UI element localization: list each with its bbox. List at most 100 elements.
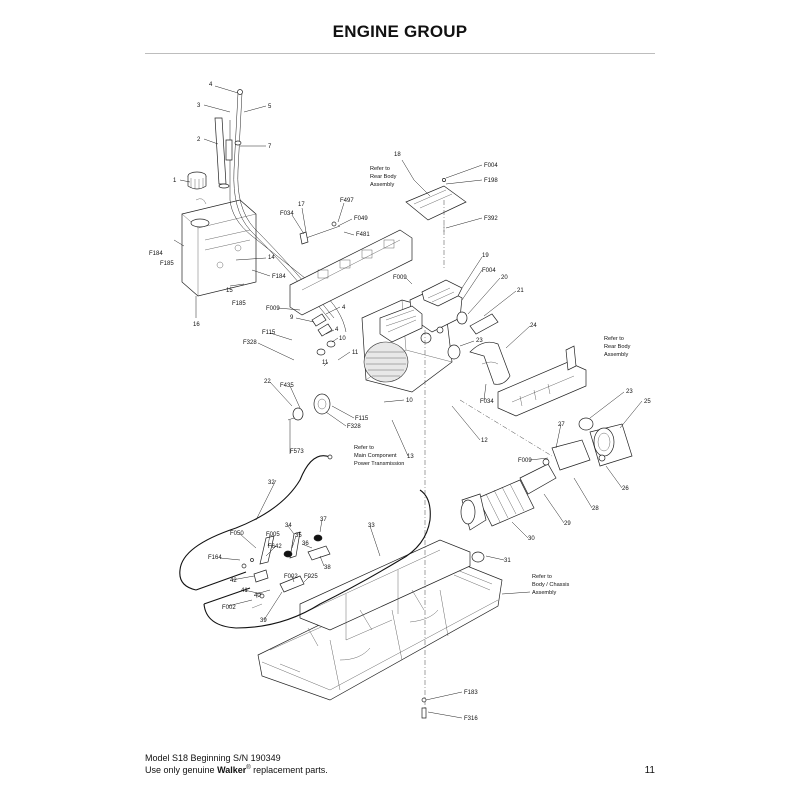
- reference-note-main-component: Refer to Main Component Power Transmissi…: [354, 445, 404, 467]
- title-rule: [145, 53, 655, 54]
- callout-F392: F392: [484, 216, 498, 222]
- exhaust-pipe: [447, 311, 511, 385]
- chassis-frame: [257, 539, 503, 701]
- callout-F481: F481: [356, 232, 370, 238]
- engine: [361, 279, 463, 393]
- callout-F642: F642: [268, 544, 282, 550]
- callout-4: 4: [209, 82, 213, 88]
- svg-text:Assembly: Assembly: [604, 352, 628, 358]
- callout-2: 2: [197, 137, 201, 143]
- callout-28: 28: [592, 506, 599, 512]
- callout-41: 41: [241, 588, 248, 594]
- footer-registered-mark: ®: [246, 765, 251, 771]
- callout-F050: F050: [230, 531, 244, 537]
- callout-4: 4: [335, 327, 339, 333]
- callout-11: 11: [352, 350, 359, 356]
- reference-note-rear-body-2: Refer to Rear Body Assembly: [604, 336, 631, 358]
- reference-note-body-chassis: Refer to Body / Chassis Assembly: [532, 574, 570, 596]
- reference-note-rear-body-1: Refer to Rear Body Assembly: [370, 166, 397, 188]
- callout-40: 40: [254, 593, 261, 599]
- callout-19: 19: [482, 253, 489, 259]
- callout-F328: F328: [243, 340, 257, 346]
- callout-15: 15: [226, 288, 233, 294]
- callout-F328: F328: [347, 424, 361, 430]
- callout-F002: F002: [222, 605, 236, 611]
- svg-text:Refer to: Refer to: [532, 574, 552, 580]
- air-cleaner: [551, 417, 633, 471]
- callout-F198: F198: [484, 178, 498, 184]
- callout-F185: F185: [160, 261, 174, 267]
- svg-text:Main Component: Main Component: [354, 453, 397, 459]
- rear-body-bracket: [497, 345, 587, 417]
- footer-note-after: replacement parts.: [250, 765, 328, 775]
- callout-33: 33: [368, 523, 375, 529]
- callout-29: 29: [564, 521, 571, 527]
- svg-text:Refer to: Refer to: [354, 445, 374, 451]
- callout-26: 26: [622, 486, 629, 492]
- callout-14: 14: [268, 255, 275, 261]
- callout-F049: F049: [354, 216, 368, 222]
- callout-F573: F573: [290, 449, 304, 455]
- callout-12: 12: [481, 438, 488, 444]
- callout-39: 39: [260, 618, 267, 624]
- callout-F316: F316: [464, 716, 478, 722]
- fuel-gauge-sender: [214, 117, 230, 189]
- callout-F034: F034: [280, 211, 294, 217]
- callout-F025: F025: [304, 574, 318, 580]
- callout-F009: F009: [518, 458, 532, 464]
- callout-F435: F435: [280, 383, 294, 389]
- callout-11: 11: [322, 360, 329, 366]
- callout-34: 34: [285, 523, 292, 529]
- page-title: ENGINE GROUP: [332, 22, 468, 41]
- callout-32: 32: [268, 480, 275, 486]
- fuel-line-fittings: [299, 221, 341, 356]
- engine-mount-bracket: [289, 229, 413, 316]
- callout-9: 9: [290, 315, 294, 321]
- callout-F009: F009: [393, 275, 407, 281]
- footer-model: Model S18 Beginning S/N 190349: [145, 753, 281, 763]
- callout-F184: F184: [272, 274, 286, 280]
- page-number: 11: [644, 765, 655, 776]
- svg-text:Refer to: Refer to: [370, 166, 390, 172]
- air-intake-hose: [460, 458, 557, 531]
- alignment-line-intake: [459, 399, 553, 457]
- callout-13: 13: [407, 454, 414, 460]
- callout-27: 27: [558, 422, 565, 428]
- callout-4: 4: [342, 305, 346, 311]
- control-cables: [179, 454, 431, 629]
- fuel-cap: [187, 171, 207, 205]
- callout-36: 36: [302, 541, 309, 547]
- callout-16: 16: [193, 322, 200, 328]
- svg-text:Body / Chassis: Body / Chassis: [532, 582, 570, 588]
- footer-note: Use only genuine Walker® replacement par…: [145, 765, 328, 775]
- callout-20: 20: [501, 275, 508, 281]
- callout-F034: F034: [480, 399, 494, 405]
- svg-text:Assembly: Assembly: [370, 182, 394, 188]
- callout-1: 1: [173, 178, 177, 184]
- callout-18: 18: [394, 152, 401, 158]
- svg-text:Rear Body: Rear Body: [370, 174, 397, 180]
- deflector-plate: [405, 178, 467, 232]
- callout-23: 23: [626, 389, 633, 395]
- callout-5: 5: [268, 104, 272, 110]
- callout-22: 22: [264, 379, 271, 385]
- callout-F164: F164: [208, 555, 222, 561]
- callout-24: 24: [530, 323, 537, 329]
- callout-F004: F004: [482, 268, 496, 274]
- callout-F185: F185: [232, 301, 246, 307]
- callout-42: 42: [230, 578, 237, 584]
- callout-21: 21: [517, 288, 524, 294]
- callout-F005: F005: [266, 532, 280, 538]
- svg-text:Power Transmission: Power Transmission: [354, 461, 404, 467]
- fuel-tank-assembly: [181, 199, 257, 297]
- callout-38: 38: [324, 565, 331, 571]
- svg-text:Assembly: Assembly: [532, 590, 556, 596]
- footer-brand: Walker: [217, 765, 247, 775]
- callout-37: 37: [320, 517, 327, 523]
- callout-F004: F004: [484, 163, 498, 169]
- callout-30: 30: [528, 536, 535, 542]
- callout-23: 23: [476, 338, 483, 344]
- callout-25: 25: [644, 399, 651, 405]
- callout-F009: F009: [266, 306, 280, 312]
